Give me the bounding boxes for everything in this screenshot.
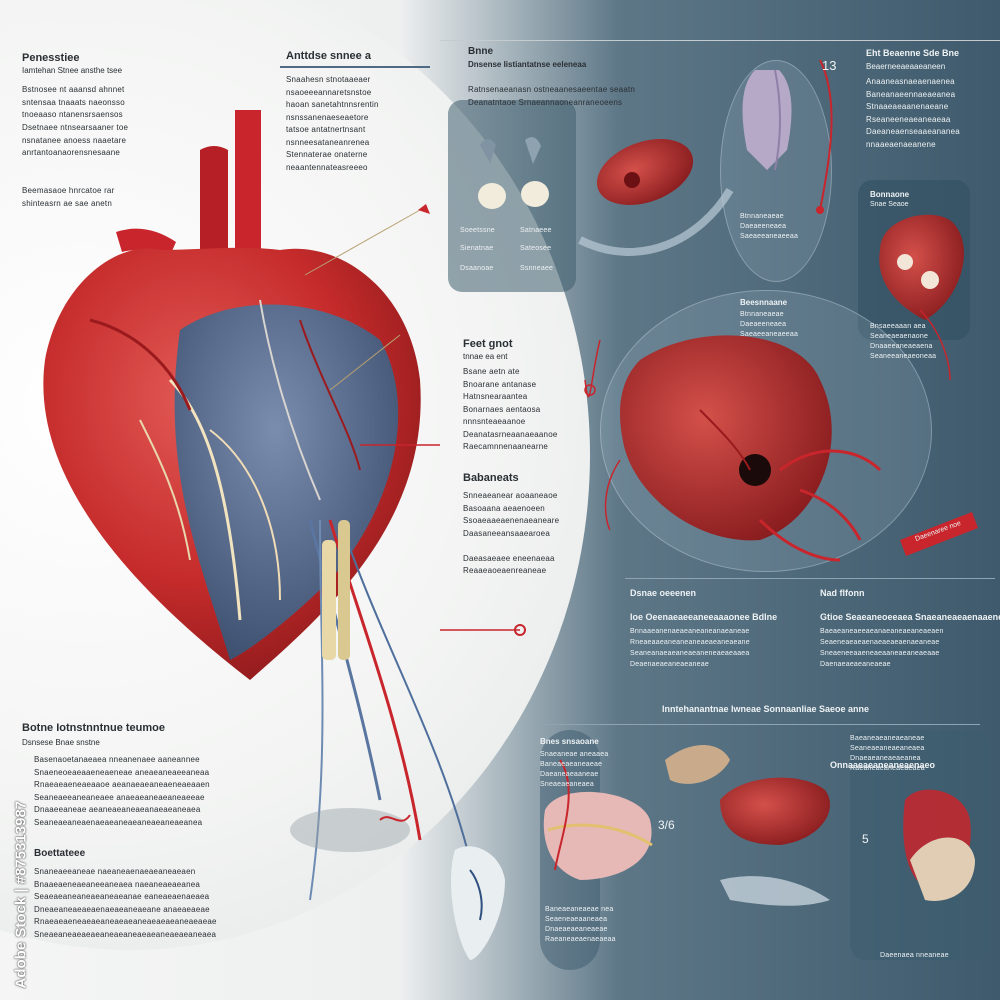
left-paragraph-2: Dsetnaee ntnsearsaaner toe nsnatanee ano… — [22, 123, 129, 157]
right-top-subheading: Beaerneeaeaaeaneen — [866, 62, 946, 71]
organ-label-3: Sienatnae — [460, 245, 494, 252]
left-bottom-heading: Botne Iotnstnntnue teumoe — [22, 722, 165, 734]
left-bottom-heading-2: Boettateee — [34, 848, 86, 859]
top-organ — [578, 139, 734, 256]
main-heart — [43, 110, 471, 901]
organ-label-6: Ssnneaee — [520, 265, 554, 272]
bottom-panel2-body: Baneaeaneaeae nea Seaeneaeaaneaea Dnaeae… — [545, 906, 616, 943]
cross-section-heart — [879, 214, 964, 320]
mid-bottom-right-subheading: Gtioe Seaeaneoeeaea Snaeaneaeaenaaene — [820, 612, 1000, 622]
mid-body: Bsane aetn ate Bnoarane antanase Hatnsne… — [463, 367, 558, 451]
bottom-right-number: 5 — [862, 832, 869, 846]
right-label-heading: Bonnaone — [870, 190, 910, 199]
organ-panel — [448, 100, 576, 292]
left-heading: Penesstiee — [22, 52, 80, 64]
bottom-panel-body: Snaeaneae aneaaea Baneaeaeaneaeae Daeane… — [540, 751, 609, 788]
bottom-right-label: Daeenaea nneaneae — [880, 952, 949, 959]
watermark-text: Adobe Stock | #875313987 — [12, 800, 30, 989]
valve-art — [742, 69, 792, 171]
mid-bottom-right-body: Baeaeaneaeeaeanaeaneaeaneaeaen Seaeneaea… — [820, 628, 944, 668]
bottom-right-body: Baeaneaeaneaeaneae Seaneaeaneaeaneaea Dn… — [850, 735, 925, 772]
mid-top-body: Snaahesn stnotaaeaer nsaoeeeannaretsnsto… — [286, 75, 379, 172]
callout-body: Btnnaneaeae Daeaeeneaea Saeaeeaneaeeaa — [740, 311, 799, 338]
right-top-heading: Eht Beaenne Sde Bne — [866, 48, 960, 58]
mid-bottom-right-heading: Nad flfonn — [820, 588, 865, 598]
mid2-heading: Babaneats — [463, 472, 519, 484]
small-number: 3/6 — [658, 818, 675, 832]
organ-label-2: Satnaeee — [520, 227, 552, 234]
organ-label-1: Soeetssne — [460, 227, 495, 234]
right-top-number: 13 — [822, 58, 837, 73]
organ-panel-art — [478, 137, 549, 209]
organ-label-4: Sateosee — [520, 245, 552, 252]
top-band-subheading: Dnsense Iistiantatnse eeleneaa — [468, 60, 587, 69]
magnified-heart — [620, 335, 882, 562]
bottom-panel-heading: Bnes snsaoane — [540, 737, 599, 746]
callout-heading: Beesnnaane — [740, 298, 788, 307]
callout-small-body: Btnnaneaeae Daeaeeneaea Saeaeeaneaeeaa — [740, 213, 799, 240]
right-top-body: Anaaneasnaeaenaenea Baneanaeennaeaeanea … — [866, 77, 960, 149]
bottom-art — [290, 745, 975, 960]
left-subheading: Iamtehan Stnee ansthe tsee — [22, 66, 123, 75]
top-band-heading: Bnne — [468, 46, 493, 57]
right-label-subheading: Snae Seaoe — [870, 201, 909, 208]
adobe-stock-watermark: Adobe Stock | #875313987 — [6, 765, 30, 995]
mid-top-rule — [280, 66, 430, 68]
band2-heading: Inntehanantnae Iwneae Sonnaanliae Saeoe … — [662, 704, 870, 714]
mid-heading: Feet gnot — [463, 338, 513, 350]
mid-top-heading: Anttdse snnee a — [286, 50, 371, 62]
mid-bottom-rule — [625, 578, 995, 579]
mid2-body: Snneaeanear aoaaneaoe Basoaana aeaenoeen… — [463, 491, 560, 575]
top-rule — [440, 40, 1000, 41]
left-bottom-body-2: Snaneaeeaneae naeaneaenaeaeaneaeaen Bnaa… — [34, 867, 217, 939]
right-label-body: Bnsaeeaaan aea Seaneaeaenaone Dnaaeeanea… — [870, 323, 937, 360]
mid-bottom-left-subheading: Ioe Oeenaeaeeaneeaaaonee Bdlne — [630, 612, 778, 622]
mid-bottom-left-body: Bnnaaeanenaeaeaneaneanaeaneae Rneaeaaean… — [630, 628, 750, 668]
mid-bottom-left-heading: Dsnae oeeenen — [630, 588, 697, 598]
mid-subheading: tnnae ea ent — [463, 352, 508, 361]
organ-label-5: Dsaanoae — [460, 265, 494, 272]
top-band-body: Ratnsenaeanasn ostneaanesaeentae seaatn … — [468, 85, 636, 107]
left-paragraph-1: Bstnosee nt aaansd ahnnet sntensaa tnaaa… — [22, 85, 125, 119]
band2-rule — [540, 724, 980, 725]
left-paragraph-3: Beemasaoe hnrcatoe rar shinteasrn ae sae… — [22, 186, 115, 208]
bottom-right-heading: Onnaaeaeaneaneaenaeo — [830, 760, 936, 770]
left-bottom-body-1: Basenaoetanaeaea nneanenaee aaneannee Sn… — [34, 755, 210, 827]
left-bottom-subheading: Dsnsese Bnae snstne — [22, 738, 100, 747]
